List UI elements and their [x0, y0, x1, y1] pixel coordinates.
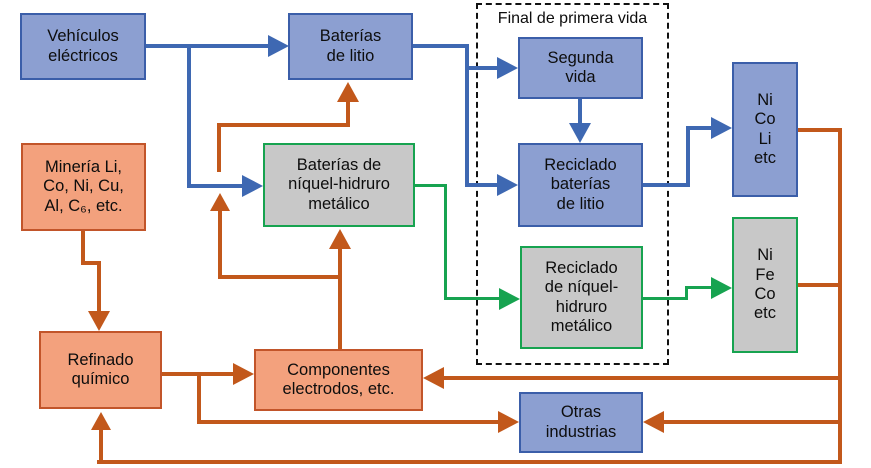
node-label-otras: Otras industrias: [545, 403, 617, 441]
flow-to-otras-left-seg: [197, 420, 499, 424]
node-label-reciclado-nimh: Reciclado de níquel- hidruro metálico: [544, 258, 619, 335]
node-label-baterias-litio: Baterías de litio: [319, 27, 382, 65]
arrowhead-up-into-baterias-nimh: [329, 229, 351, 249]
arrowhead-up-into-refinado-bottom: [91, 412, 111, 430]
node-baterias-nimh: Baterías de níquel-hidruro metálico: [263, 143, 415, 227]
flow-to-reciclado-nimh-seg: [444, 297, 500, 300]
flow-to-nicoli-seg: [686, 126, 712, 130]
flow-componentes-up-seg: [338, 249, 342, 349]
flow-mineria-jog-seg: [81, 261, 101, 265]
flow-mineria-to-refinado-seg: [97, 261, 101, 313]
node-label-baterias-nimh: Baterías de níquel-hidruro metálico: [288, 155, 390, 213]
arrowhead-into-componentes-right: [423, 367, 444, 389]
arrowhead-into-reciclado-nimh: [499, 288, 520, 310]
flow-branch-up-lower-seg: [218, 210, 222, 277]
arrowhead-into-nifeco: [711, 277, 732, 299]
flow-vehiculos-to-litio-seg: [146, 44, 268, 48]
flow-litio-out-seg: [413, 44, 469, 48]
flow-litio-down-seg: [465, 44, 469, 187]
flow-right-return-vertical-seg: [838, 128, 842, 464]
end-of-first-life-label: Final de primera vida: [497, 10, 648, 27]
arrowhead-up-into-baterias-litio: [337, 82, 359, 102]
node-segunda-vida: Segunda vida: [518, 37, 643, 99]
flow-bottom-return-seg: [97, 460, 840, 464]
flow-vehiculos-branch-down-seg: [187, 44, 191, 188]
flow-componentes-branch-left-seg: [218, 275, 342, 279]
arrowhead-into-refinado: [88, 311, 110, 331]
flow-nimh-out-seg: [415, 184, 447, 187]
flow-reciclado-nimh-out-seg: [643, 297, 688, 300]
node-componentes: Componentes electrodos, etc.: [254, 349, 423, 411]
arrowhead-down-into-reciclado-litio: [569, 123, 591, 143]
node-label-componentes: Componentes electrodos, etc.: [282, 360, 395, 398]
node-baterias-litio: Baterías de litio: [288, 13, 413, 80]
flow-segunda-to-reciclado-seg: [578, 99, 582, 125]
flow-to-litio-horizontal-seg: [217, 123, 350, 127]
arrowhead-into-segunda-vida: [497, 57, 518, 79]
flow-return-to-componentes-seg: [443, 376, 838, 380]
node-label-ni-co-li: Ni Co Li etc: [753, 90, 776, 167]
flow-vehiculos-to-nimh-seg: [187, 184, 243, 188]
arrowhead-into-componentes: [233, 363, 254, 385]
node-label-refinado: Refinado químico: [67, 350, 134, 388]
node-reciclado-nimh: Reciclado de níquel- hidruro metálico: [520, 246, 643, 349]
node-refinado-quimico: Refinado químico: [39, 331, 162, 409]
node-ni-fe-co: Ni Fe Co etc: [732, 217, 798, 353]
node-vehiculos-electricos: Vehículos eléctricos: [20, 13, 146, 80]
node-label-mineria: Minería Li, Co, Ni, Cu, Al, C₆, etc.: [43, 157, 124, 215]
flow-to-segunda-vida-seg: [465, 66, 498, 70]
flow-reciclado-litio-out-seg: [643, 183, 690, 187]
node-label-segunda-vida: Segunda vida: [547, 48, 614, 86]
flow-to-nifeco-seg: [685, 286, 712, 289]
node-reciclado-litio: Reciclado baterías de litio: [518, 143, 643, 227]
flow-reciclado-nimh-jog-seg: [685, 286, 688, 300]
flow-mineria-down-seg: [81, 231, 85, 265]
arrowhead-into-baterias-nimh: [242, 175, 263, 197]
node-otras-industrias: Otras industrias: [519, 392, 643, 453]
arrowhead-up-at-crossing: [210, 193, 230, 211]
flow-refinado-branch-down-seg: [197, 372, 201, 424]
flow-to-reciclado-litio-seg: [465, 183, 498, 187]
flow-to-litio-up-seg: [346, 102, 350, 127]
node-label-reciclado-litio: Reciclado baterías de litio: [544, 155, 617, 213]
flow-reciclado-litio-up-seg: [686, 126, 690, 187]
node-ni-co-li: Ni Co Li etc: [732, 62, 798, 197]
arrowhead-into-baterias-litio: [268, 35, 289, 57]
arrowhead-into-otras-right: [643, 411, 664, 433]
flow-nicoli-out-seg: [798, 128, 842, 132]
node-label-vehiculos: Vehículos eléctricos: [47, 27, 119, 65]
arrowhead-into-nicoli: [711, 117, 732, 139]
node-label-ni-fe-co: Ni Fe Co etc: [753, 246, 776, 323]
flow-return-up-refinado-seg: [99, 429, 103, 462]
node-mineria: Minería Li, Co, Ni, Cu, Al, C₆, etc.: [21, 143, 146, 231]
arrowhead-into-otras-left: [498, 411, 519, 433]
flow-return-to-otras-seg: [663, 420, 838, 424]
flow-branch-up-upper-seg: [217, 125, 221, 172]
flow-nifeco-out-seg: [798, 283, 838, 287]
flow-nimh-down-seg: [444, 184, 447, 300]
arrowhead-into-reciclado-litio: [497, 174, 518, 196]
